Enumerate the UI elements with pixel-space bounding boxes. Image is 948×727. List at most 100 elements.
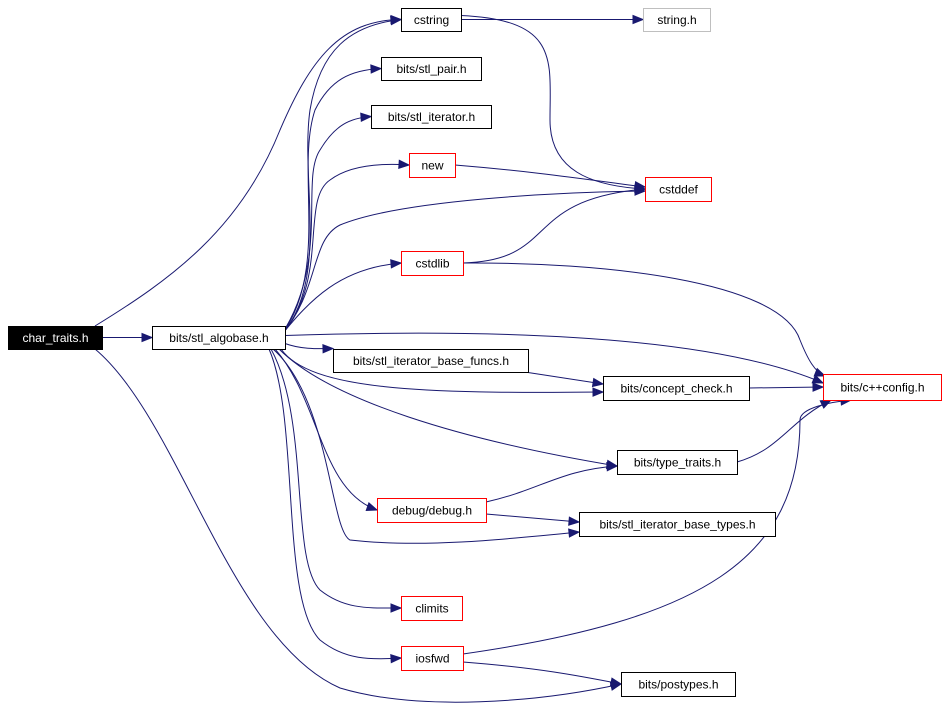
node-label: debug/debug.h bbox=[392, 504, 472, 518]
nodes-layer: char_traits.h bits/stl_algobase.h cstring s… bbox=[8, 8, 942, 697]
edge-char_traits-to-postypes bbox=[94, 348, 623, 703]
node-cstdlib[interactable]: cstdlib bbox=[401, 251, 464, 276]
edge-line bbox=[460, 15, 646, 190]
node-label: bits/concept_check.h bbox=[620, 382, 732, 396]
arrowhead-icon bbox=[390, 603, 403, 613]
edge-line bbox=[280, 262, 402, 336]
edge-line bbox=[280, 190, 646, 336]
edge-cstdlib-to-cstddef bbox=[462, 185, 647, 264]
node-box bbox=[401, 596, 463, 621]
arrowhead-icon bbox=[322, 344, 335, 354]
node-stl_pair[interactable]: bits/stl_pair.h bbox=[381, 57, 482, 81]
node-concept_check[interactable]: bits/concept_check.h bbox=[603, 376, 750, 401]
node-box bbox=[409, 153, 456, 178]
edge-line bbox=[270, 348, 402, 609]
edge-iosfwd-to-postypes bbox=[462, 661, 623, 687]
arrowhead-icon bbox=[390, 15, 403, 26]
edge-line bbox=[284, 332, 824, 384]
arrowhead-icon bbox=[370, 64, 383, 74]
node-cxxconfig[interactable]: bits/c++config.h bbox=[823, 374, 942, 401]
node-cstring[interactable]: cstring bbox=[401, 8, 462, 32]
node-postypes[interactable]: bits/postypes.h bbox=[621, 672, 736, 697]
node-label: bits/stl_iterator_base_types.h bbox=[599, 518, 755, 532]
node-box bbox=[823, 374, 942, 401]
edge-stl_algobase-to-debug bbox=[274, 348, 379, 511]
edge-stl_algobase-to-cstring bbox=[280, 15, 403, 336]
node-label: cstddef bbox=[659, 183, 698, 197]
node-char_traits[interactable]: char_traits.h bbox=[8, 326, 103, 350]
edge-stl_algobase-to-iter_base_funcs bbox=[284, 343, 335, 354]
node-iter_base_funcs[interactable]: bits/stl_iterator_base_funcs.h bbox=[333, 349, 529, 373]
edge-line bbox=[278, 348, 618, 467]
node-iosfwd[interactable]: iosfwd bbox=[401, 646, 464, 671]
arrowhead-icon bbox=[609, 677, 623, 687]
node-box bbox=[8, 326, 103, 350]
edge-stl_algobase-to-new bbox=[280, 159, 411, 336]
edge-line bbox=[736, 399, 832, 463]
node-label: bits/stl_iterator.h bbox=[388, 110, 475, 124]
node-box bbox=[621, 672, 736, 697]
edge-line bbox=[280, 348, 604, 393]
edge-line bbox=[280, 163, 410, 336]
node-iter_base_types[interactable]: bits/stl_iterator_base_types.h bbox=[579, 512, 776, 537]
edge-stl_algobase-to-cstdlib bbox=[280, 259, 403, 336]
node-cstddef[interactable]: cstddef bbox=[645, 177, 712, 202]
arrowhead-icon bbox=[568, 528, 581, 538]
node-stl_iterator[interactable]: bits/stl_iterator.h bbox=[371, 105, 492, 129]
edge-stl_algobase-to-climits bbox=[270, 348, 403, 613]
node-label: iosfwd bbox=[415, 652, 449, 666]
node-label: climits bbox=[415, 602, 448, 616]
edge-line bbox=[462, 188, 646, 264]
node-type_traits[interactable]: bits/type_traits.h bbox=[617, 450, 738, 475]
edge-line bbox=[280, 116, 372, 336]
node-label: bits/stl_pair.h bbox=[396, 62, 466, 76]
node-label: new bbox=[421, 159, 443, 173]
node-box bbox=[645, 177, 712, 202]
edge-debug-to-type_traits bbox=[485, 462, 619, 503]
node-box bbox=[381, 57, 482, 81]
edge-line bbox=[748, 386, 824, 389]
node-climits[interactable]: climits bbox=[401, 596, 463, 621]
arrowhead-icon bbox=[365, 502, 379, 511]
node-label: bits/stl_iterator_base_funcs.h bbox=[353, 354, 509, 368]
node-box bbox=[371, 105, 492, 129]
node-label: char_traits.h bbox=[22, 331, 88, 345]
arrowhead-icon bbox=[568, 516, 581, 526]
edge-line bbox=[274, 348, 378, 511]
arrowhead-icon bbox=[632, 14, 645, 25]
edge-line bbox=[485, 513, 580, 523]
arrowhead-icon bbox=[141, 332, 154, 343]
node-box bbox=[401, 646, 464, 671]
edge-line bbox=[454, 164, 646, 188]
edge-type_traits-to-cxxconfig bbox=[736, 399, 833, 463]
node-debug[interactable]: debug/debug.h bbox=[377, 498, 487, 523]
node-label: bits/c++config.h bbox=[840, 381, 924, 395]
node-string_h[interactable]: string.h bbox=[643, 8, 711, 32]
edge-line bbox=[280, 68, 382, 336]
edges-layer bbox=[94, 14, 853, 703]
node-label: bits/postypes.h bbox=[638, 678, 718, 692]
edge-line bbox=[462, 262, 826, 377]
edge-stl_algobase-to-cxxconfig bbox=[284, 332, 825, 384]
edge-line bbox=[94, 348, 622, 703]
arrowhead-icon bbox=[813, 367, 827, 377]
edge-char_traits-to-stl_algobase bbox=[102, 332, 154, 343]
edge-line bbox=[94, 19, 402, 327]
node-stl_algobase[interactable]: bits/stl_algobase.h bbox=[152, 326, 286, 350]
node-box bbox=[152, 326, 286, 350]
edge-concept_check-to-cxxconfig bbox=[748, 382, 825, 392]
edge-stl_algobase-to-iter_base_types bbox=[272, 348, 581, 544]
edge-char_traits-to-cstring bbox=[94, 14, 403, 327]
node-label: cstdlib bbox=[415, 257, 449, 271]
edge-line bbox=[272, 348, 580, 544]
node-new[interactable]: new bbox=[409, 153, 456, 178]
node-box bbox=[401, 251, 464, 276]
arrowhead-icon bbox=[398, 159, 411, 170]
arrowhead-icon bbox=[360, 112, 373, 122]
edge-stl_algobase-to-iosfwd bbox=[268, 348, 403, 664]
arrowhead-icon bbox=[592, 387, 605, 397]
edge-line bbox=[462, 661, 622, 685]
arrowhead-icon bbox=[634, 185, 647, 195]
edge-cstdlib-to-cxxconfig bbox=[462, 262, 827, 377]
